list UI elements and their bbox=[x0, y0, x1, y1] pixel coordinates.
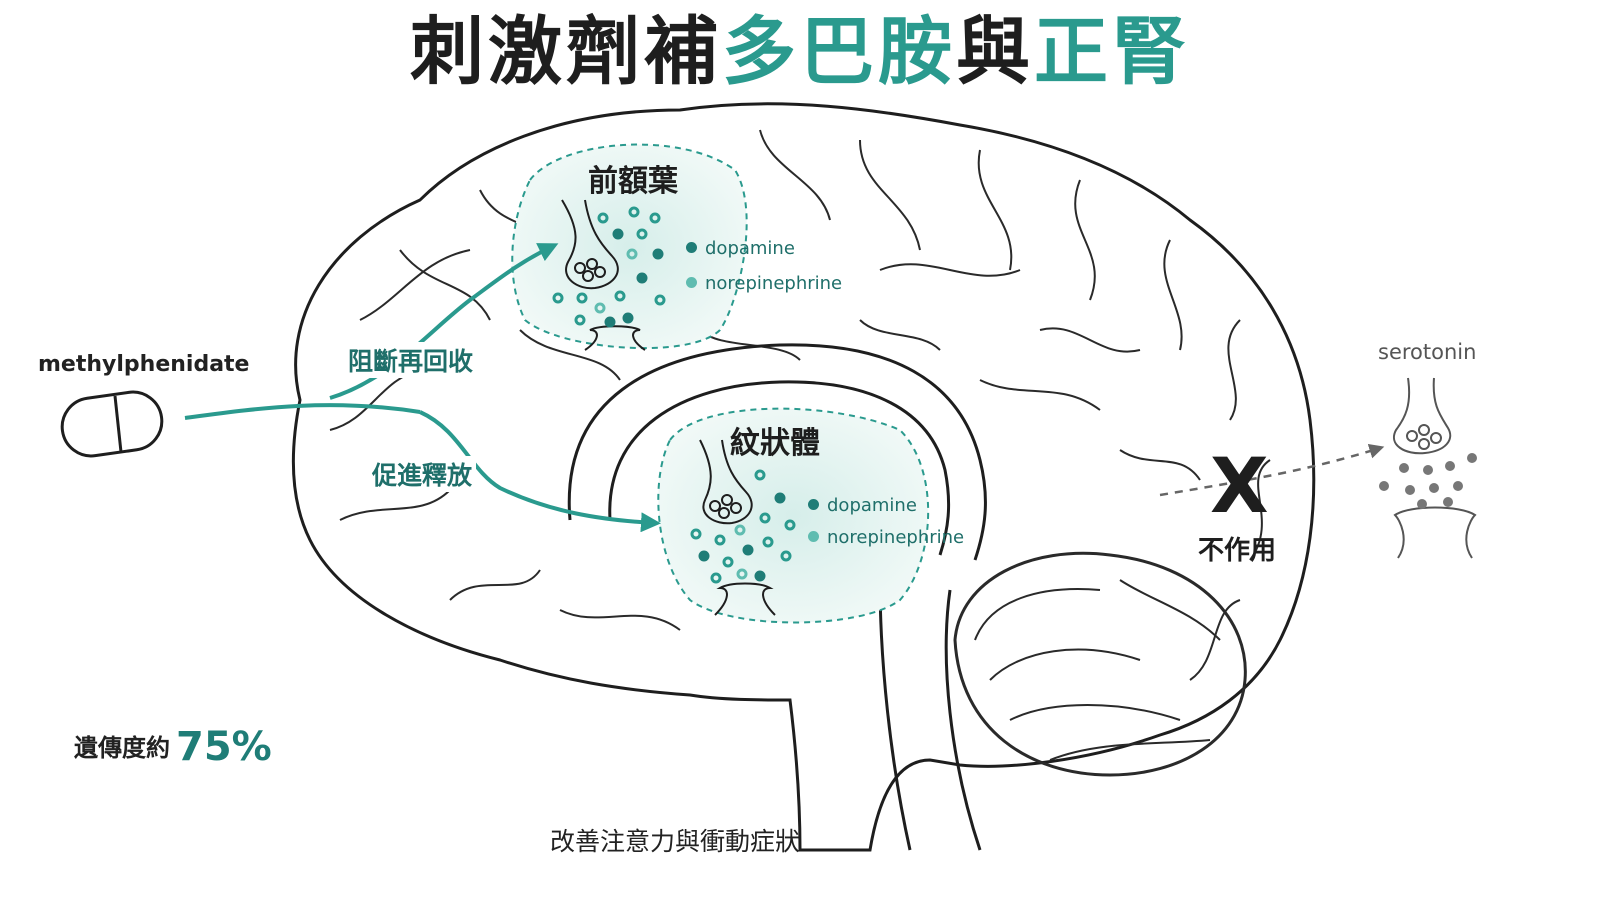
release-arrow bbox=[419, 410, 661, 533]
serotonin-molecules bbox=[1379, 453, 1477, 509]
prefrontal-region bbox=[511, 143, 748, 350]
region-title-prefrontal: 前額葉 bbox=[588, 164, 678, 199]
drug-name: methylphenidate bbox=[38, 352, 250, 377]
striatum-molecules bbox=[690, 469, 796, 584]
no-effect-x-mark: X bbox=[1210, 441, 1269, 530]
prefrontal-legend-norepinephrine: norepinephrine bbox=[686, 273, 842, 294]
prefrontal-legend-dopamine: dopamine bbox=[686, 238, 795, 259]
heritability-label: 遺傳度約 bbox=[74, 734, 170, 762]
norepinephrine-dot bbox=[808, 531, 819, 542]
mechanism-promote-release: 促進釋放 bbox=[368, 456, 477, 492]
serotonin-label: serotonin bbox=[1378, 340, 1477, 364]
brainstem bbox=[878, 579, 982, 851]
title-part-norepinephrine: 正腎 bbox=[1034, 9, 1190, 95]
prefrontal-molecules bbox=[552, 206, 666, 328]
dopamine-dot bbox=[686, 242, 697, 253]
mechanism-block-reuptake: 阻斷再回收 bbox=[344, 342, 478, 378]
striatum-synapse bbox=[699, 439, 776, 616]
norepinephrine-dot bbox=[686, 277, 697, 288]
title-part-stimulant: 刺激劑補 bbox=[410, 9, 722, 95]
corpus-callosum bbox=[567, 343, 987, 561]
reuptake-arrow bbox=[329, 243, 559, 400]
capsule-icon bbox=[60, 390, 164, 458]
dopamine-dot bbox=[808, 499, 819, 510]
page-title: 刺激劑補多巴胺與正腎 bbox=[0, 6, 1600, 98]
drug-main-path bbox=[184, 403, 421, 420]
title-part-and: 與 bbox=[956, 9, 1034, 95]
title-part-dopamine: 多巴胺 bbox=[722, 9, 956, 95]
region-title-striatum: 紋狀體 bbox=[730, 426, 820, 461]
no-effect-label: 不作用 bbox=[1198, 536, 1277, 566]
serotonin-arrow bbox=[1159, 443, 1385, 497]
prefrontal-synapse bbox=[561, 199, 646, 351]
striatum-legend-norepinephrine: norepinephrine bbox=[808, 527, 964, 548]
heritability-value: 75% bbox=[176, 724, 272, 770]
striatum-region bbox=[657, 407, 930, 624]
footer-caption: 改善注意力與衝動症狀 bbox=[550, 827, 801, 856]
cerebellum bbox=[953, 551, 1247, 777]
striatum-legend-dopamine: dopamine bbox=[808, 495, 917, 516]
serotonin-synapse bbox=[1393, 377, 1477, 559]
